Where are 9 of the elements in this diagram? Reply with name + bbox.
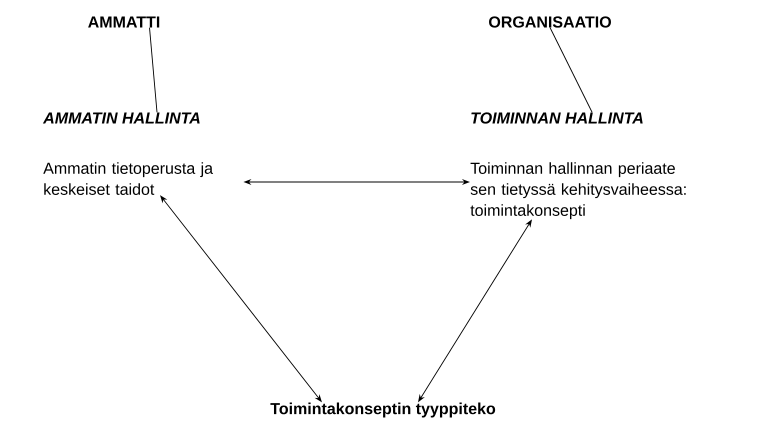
heading: Toimintakonseptin tyyppiteko (270, 402, 496, 418)
description-text: Ammatin tietoperusta ja keskeiset taidot (43, 162, 214, 195)
heading: ORGANISAATIO (489, 16, 611, 28)
subheading: AMMATIN HALLINTA (42, 112, 200, 124)
connector-line (550, 27, 592, 113)
description-text: Toiminnan hallinnan periaate sen tietyssä kehitysvaiheessa: toimintakonsepti (470, 162, 686, 220)
heading: AMMATTI (88, 16, 160, 28)
subheading: TOIMINNAN HALLINTA (471, 112, 643, 124)
connector-line (149, 27, 158, 113)
